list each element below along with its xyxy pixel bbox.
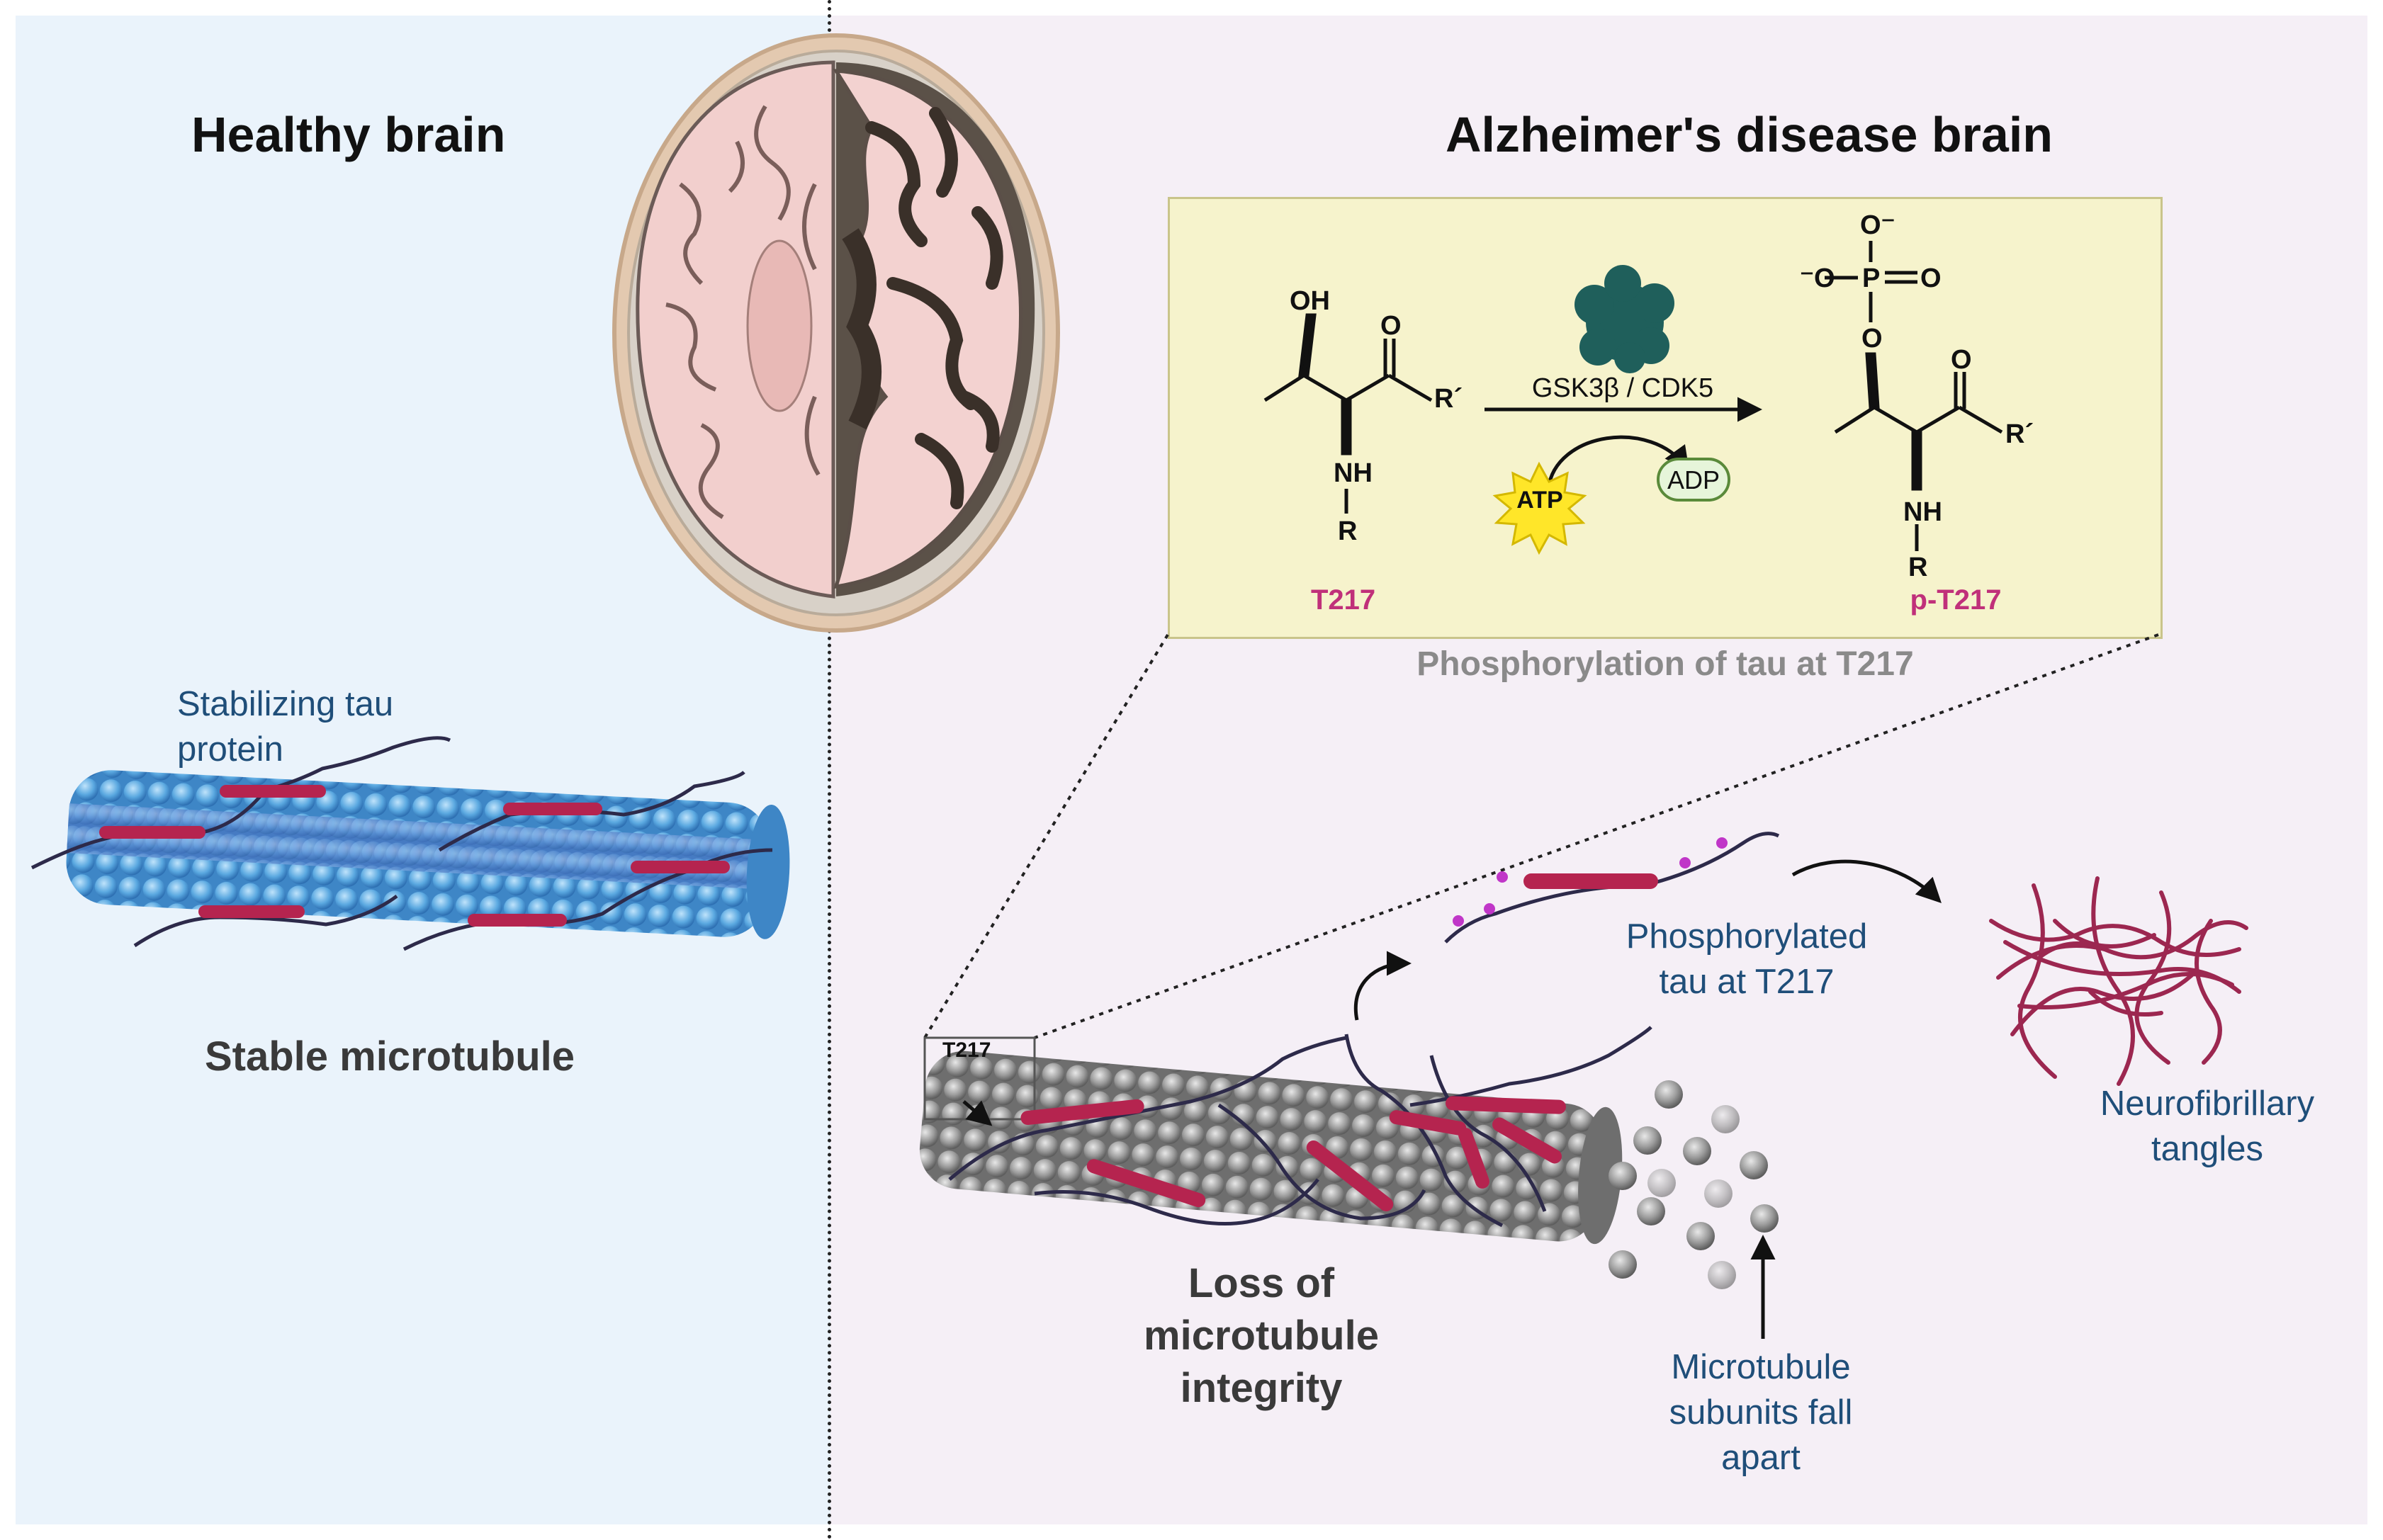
tangles-label: Neurofibrillary tangles — [2100, 1085, 2315, 1168]
t217-label: T217 — [1311, 584, 1375, 616]
adp-label: ADP — [1667, 465, 1720, 494]
p-t217-r-prime: R´ — [2005, 419, 2034, 449]
stabilizing-tau-label: Stabilizing tau protein — [177, 685, 394, 769]
phosphorylation-reaction-box — [1168, 197, 2163, 639]
release-arrow — [1353, 951, 1412, 1021]
kinase-enzyme-icon — [1574, 265, 1674, 373]
enzyme-label: GSK3β / CDK5 — [1532, 373, 1713, 403]
p-t217-structure — [1825, 241, 2003, 551]
atp-starburst-icon — [1492, 461, 1587, 555]
phosphate-o-minus-left: ⁻O — [1800, 264, 1835, 293]
t217-r-prime: R´ — [1434, 384, 1463, 414]
atp-label: ATP — [1516, 487, 1562, 514]
p-t217-carbonyl-o: O — [1951, 345, 1972, 375]
t217-carbonyl-o: O — [1380, 311, 1402, 341]
inset-pointer-arrow — [962, 1100, 993, 1126]
panel-divider — [828, 0, 831, 1540]
phosphorylated-tau-label: Phosphorylated tau at T217 — [1626, 917, 1868, 1001]
phosphate-o-double: O — [1920, 264, 1942, 293]
loss-of-integrity-label: Loss of microtubule integrity — [1144, 1260, 1379, 1411]
p-t217-nh: NH — [1903, 497, 1942, 527]
zoom-line-right — [1034, 633, 2159, 1039]
aggregation-arrow — [1791, 859, 1942, 903]
t217-inset-label: T217 — [942, 1038, 991, 1062]
phosphorylation-caption: Phosphorylation of tau at T217 — [1416, 645, 1914, 683]
p-t217-r: R — [1908, 553, 1927, 582]
atp-adp-arrow — [1546, 435, 1690, 489]
t217-nh: NH — [1334, 458, 1373, 488]
phosphate-o-minus-top: O⁻ — [1860, 210, 1895, 240]
tau-binding-segments — [99, 785, 730, 927]
p-t217-atom-labels: O⁻ ⁻O P O O O R´ NH R — [1800, 210, 2034, 582]
t217-structure — [1263, 313, 1433, 514]
falling-subunits — [1609, 1080, 1779, 1289]
t217-r: R — [1338, 516, 1357, 546]
zoom-line-left — [923, 633, 1169, 1039]
phosphorus-atom: P — [1862, 264, 1880, 293]
stable-microtubule-label: Stable microtubule — [204, 1034, 575, 1080]
healthy-hemisphere — [636, 60, 835, 599]
healthy-brain-title: Healthy brain — [191, 107, 506, 162]
t217-atom-labels: OH O R´ NH R — [1290, 286, 1463, 546]
t217-oh: OH — [1290, 286, 1330, 316]
detaching-tau-segments — [1020, 1096, 1566, 1212]
p-t217-label: p-T217 — [1910, 584, 2002, 616]
phosphorylated-tau-strand — [1444, 832, 1780, 944]
subunits-fall-apart-label: Microtubule subunits fall apart — [1669, 1348, 1853, 1477]
brain-illustration — [612, 33, 1060, 633]
adp-badge — [1657, 458, 1730, 502]
alzheimers-brain-title: Alzheimer's disease brain — [1446, 107, 2054, 162]
disease-hemisphere-tissue — [833, 69, 1023, 589]
phosphate-ester-o: O — [1861, 324, 1883, 353]
neurofibrillary-tangle-icon — [1989, 876, 2248, 1086]
